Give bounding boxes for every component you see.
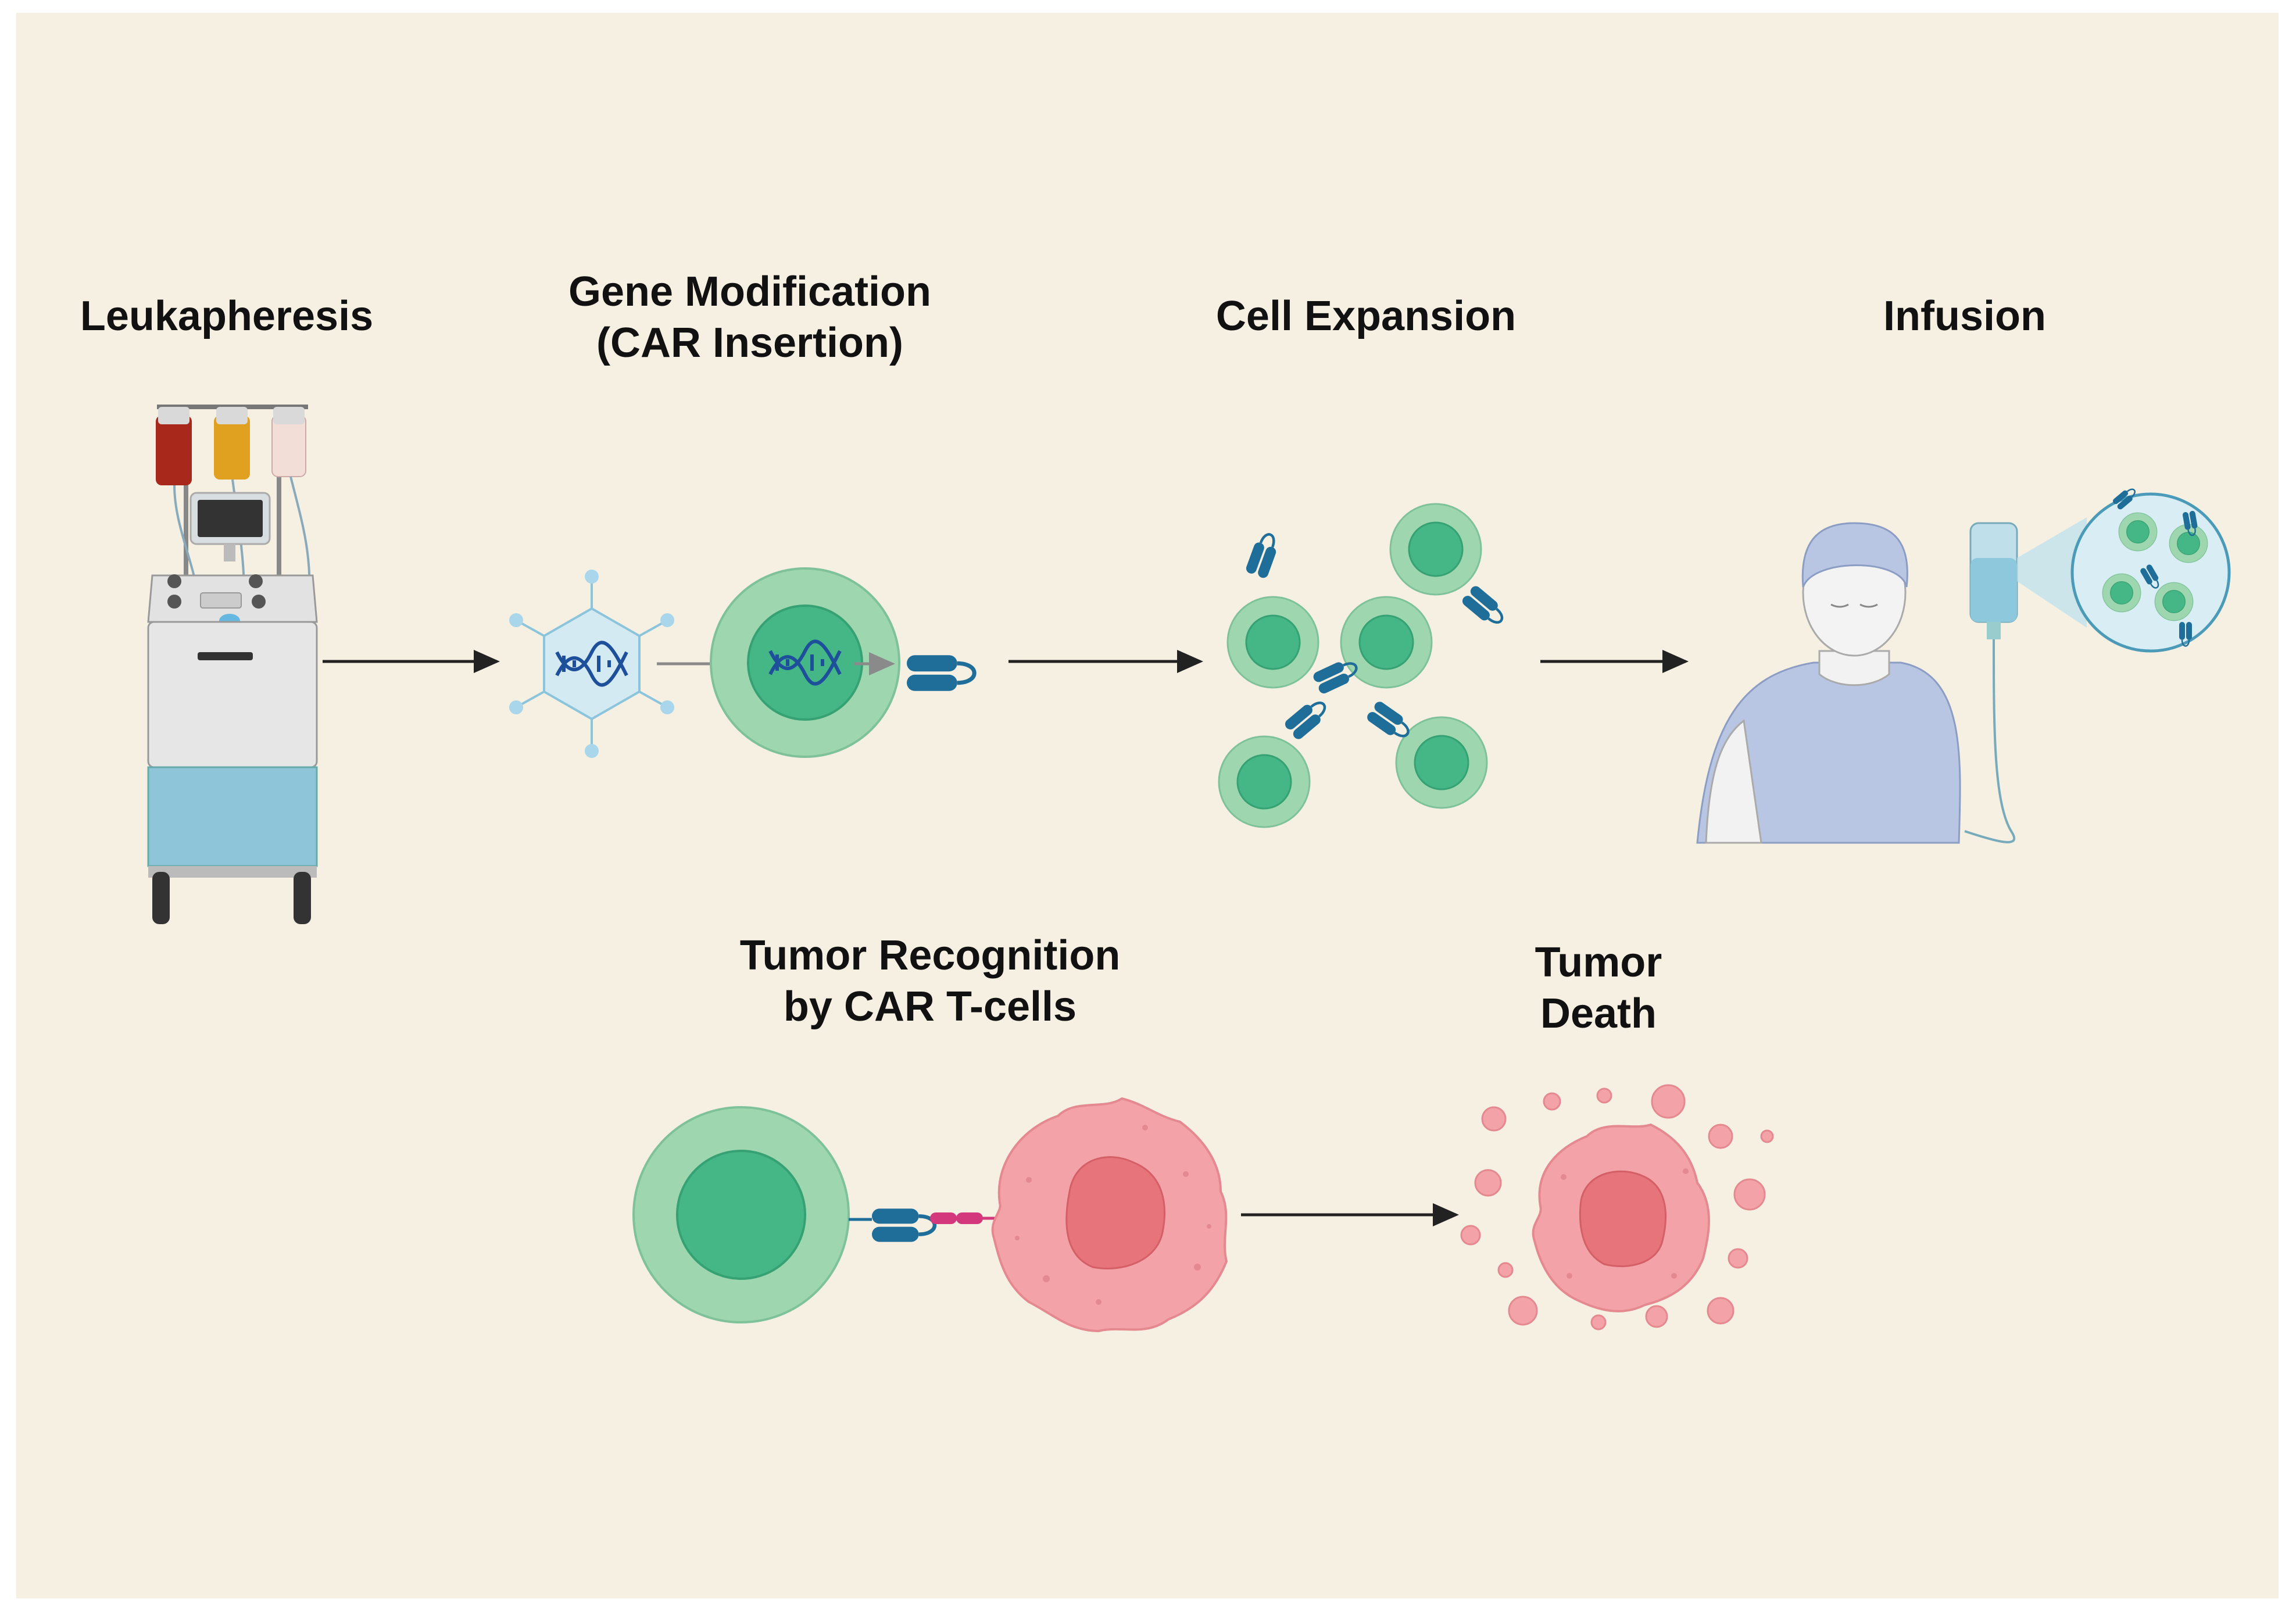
label-tumor-recognition: Tumor Recognition by CAR T-cells — [739, 932, 1121, 1030]
label-tumor-death: Tumor Death — [1535, 939, 1662, 1037]
label-gene-modification: Gene Modification (CAR Insertion) — [568, 269, 932, 366]
tumor-cell — [991, 1097, 1228, 1333]
apheresis-machine-icon — [147, 405, 318, 924]
t-cell-modified — [710, 567, 900, 758]
iv-bag-icon — [1964, 484, 2231, 843]
viral-vector-icon — [509, 570, 674, 758]
dying-tumor-cell — [1460, 1084, 1774, 1330]
dna-icon — [768, 639, 842, 686]
car-receptor-icon — [907, 655, 974, 691]
tumor-antigen-icon — [930, 1212, 1000, 1224]
car-t-cell — [632, 1106, 850, 1323]
patient-icon — [1696, 522, 1961, 844]
label-infusion: Infusion — [1883, 293, 2046, 339]
dna-icon — [555, 641, 628, 687]
car-receptor-icon — [872, 1208, 935, 1242]
label-leukapheresis: Leukapheresis — [80, 293, 374, 339]
expanded-car-t-cells — [1218, 503, 1508, 828]
label-cell-expansion: Cell Expansion — [1215, 293, 1517, 339]
